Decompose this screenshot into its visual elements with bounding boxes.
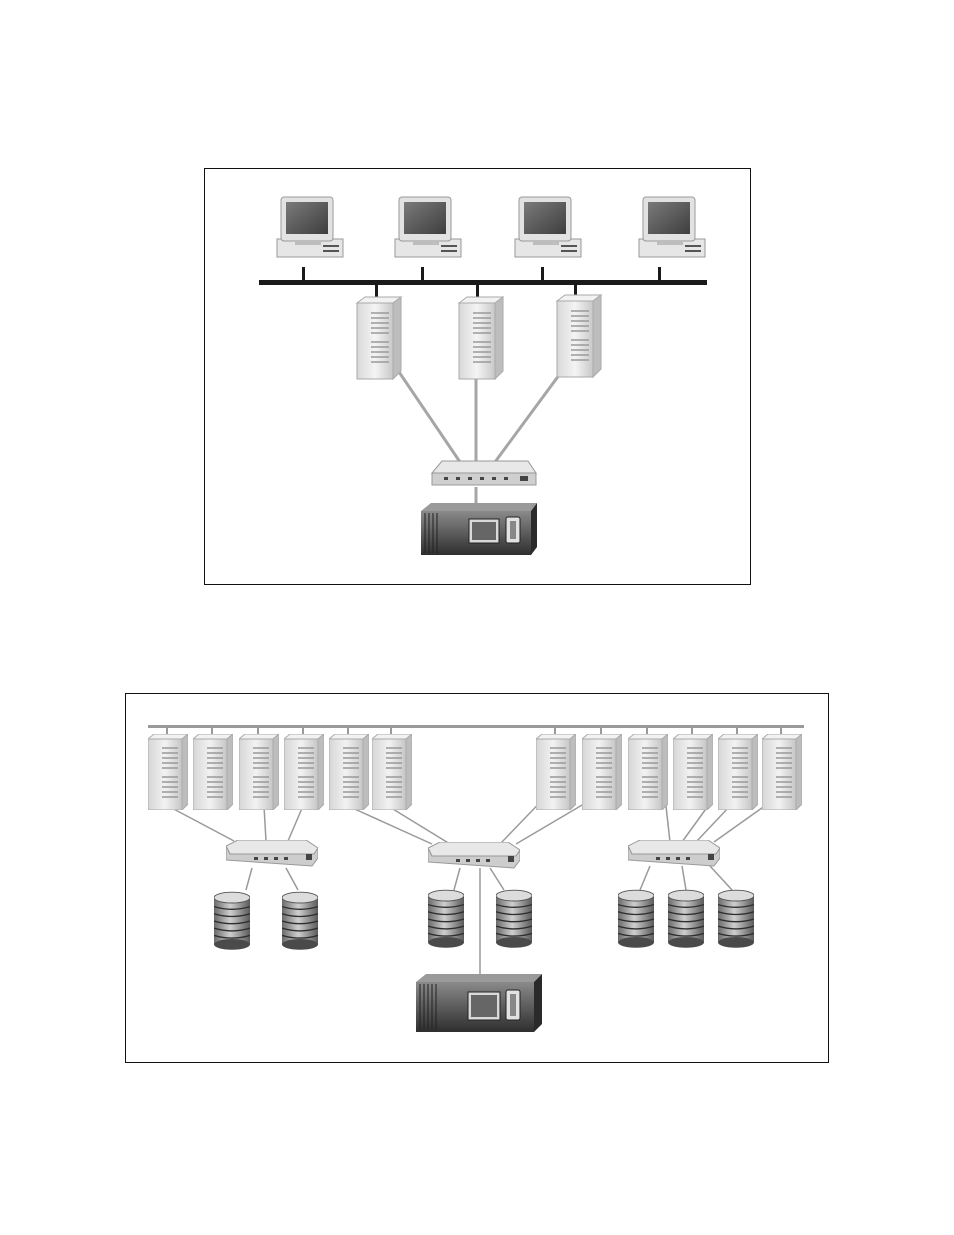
workstation-icon [515, 197, 581, 257]
server-icon [673, 734, 713, 810]
server-icon [718, 734, 758, 810]
disk-array-icon [718, 890, 754, 948]
server-icon [239, 734, 279, 810]
disk-array-icon [214, 892, 250, 950]
disk-array-icon [668, 890, 704, 948]
san-diagram [125, 693, 829, 1063]
server-icon [357, 297, 401, 379]
fibre-switch-icon [226, 840, 318, 866]
server-icon [148, 734, 188, 810]
server-icon [372, 734, 412, 810]
server-icon [329, 734, 369, 810]
server-icon [628, 734, 668, 810]
fibre-switch-icon [432, 461, 536, 485]
lan-bus [259, 267, 707, 298]
server-icon [557, 295, 601, 377]
server-icon [459, 297, 503, 379]
tape-library-icon [416, 974, 542, 1032]
workstation-icon [639, 197, 705, 257]
fibre-links [168, 790, 776, 976]
server-icon [193, 734, 233, 810]
disk-array-icon [496, 890, 532, 948]
server-icon [582, 734, 622, 810]
server-icon [762, 734, 802, 810]
server-icon [284, 734, 324, 810]
tape-library-icon [421, 503, 537, 555]
lan-backup-diagram-svg [205, 169, 750, 584]
disk-array-icon [282, 892, 318, 950]
lan-backup-diagram [204, 168, 751, 585]
server-icon [536, 734, 576, 810]
disk-array-icon [618, 890, 654, 948]
fibre-switch-icon [428, 842, 520, 868]
workstation-icon [277, 197, 343, 257]
disk-array-icon [428, 890, 464, 948]
fibre-switch-icon [628, 840, 720, 866]
san-diagram-svg [126, 694, 828, 1062]
workstation-icon [395, 197, 461, 257]
